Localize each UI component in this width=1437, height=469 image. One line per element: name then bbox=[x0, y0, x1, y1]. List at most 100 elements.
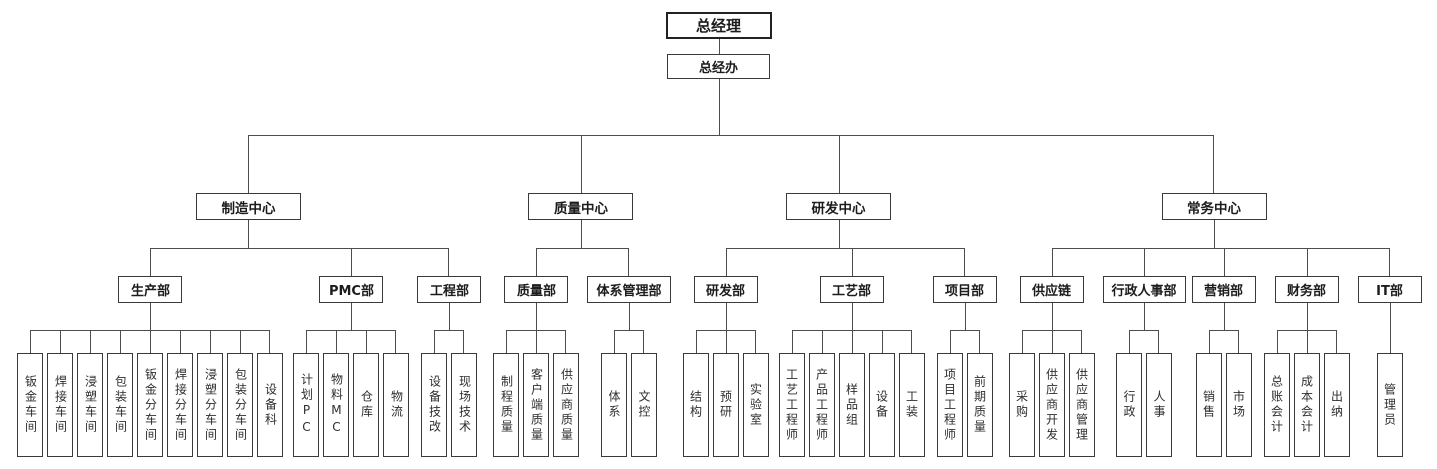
org-children-group: 结构预研实验室 bbox=[681, 303, 771, 457]
org-node-box: 钣金车间 bbox=[17, 353, 44, 457]
org-node-box: 前期质量 bbox=[966, 353, 993, 457]
org-node-box: 质量部 bbox=[504, 276, 569, 303]
org-branch: 设备 bbox=[866, 330, 898, 457]
org-branch: 预研 bbox=[710, 330, 742, 457]
org-branch: 管理员 bbox=[1375, 330, 1405, 457]
org-node-box: 产品工程师 bbox=[808, 353, 835, 457]
org-node-box: 成本会计 bbox=[1293, 353, 1320, 457]
org-children-group: 设备技改现场技术 bbox=[419, 303, 479, 457]
org-branch: 质量中心质量部制程质量客户端质量供应商质量体系管理部体系文控 bbox=[486, 135, 677, 457]
org-children-group: 工艺工程师产品工程师样品组设备工装 bbox=[777, 303, 927, 457]
org-branch: 浸塑车间 bbox=[75, 330, 107, 457]
org-children-group: 销售市场 bbox=[1194, 303, 1254, 457]
org-branch: 包装分车间 bbox=[225, 330, 257, 457]
org-node-box: 采购 bbox=[1008, 353, 1035, 457]
org-branch: 总经办制造中心生产部钣金车间焊接车间浸塑车间包装车间钣金分车间焊接分车间浸塑分车… bbox=[10, 46, 1426, 457]
org-node-box: 焊接车间 bbox=[47, 353, 74, 457]
org-node-box: 总账会计 bbox=[1263, 353, 1290, 457]
org-children-group: 质量部制程质量客户端质量供应商质量体系管理部体系文控 bbox=[488, 220, 673, 457]
org-node-box: 工装 bbox=[898, 353, 925, 457]
org-children-group: 制程质量客户端质量供应商质量 bbox=[491, 303, 581, 457]
org-branch: 样品组 bbox=[836, 330, 868, 457]
org-branch: 工装 bbox=[895, 330, 927, 457]
org-branch: 行政人事部行政人事 bbox=[1099, 248, 1190, 457]
org-branch: 工程部设备技改现场技术 bbox=[413, 248, 484, 457]
org-node-box: 研发中心 bbox=[786, 193, 891, 220]
org-branch: 供应商开发 bbox=[1036, 330, 1068, 457]
org-node-box: 供应链 bbox=[1019, 276, 1084, 303]
org-branch: 焊接车间 bbox=[45, 330, 77, 457]
org-node-box: 生产部 bbox=[118, 276, 183, 303]
org-branch: 生产部钣金车间焊接车间浸塑车间包装车间钣金分车间焊接分车间浸塑分车间包装分车间设… bbox=[12, 248, 290, 457]
org-branch: 项目工程师 bbox=[935, 330, 966, 457]
org-tree: 总经理总经办制造中心生产部钣金车间焊接车间浸塑车间包装车间钣金分车间焊接分车间浸… bbox=[0, 12, 1437, 457]
org-branch: 仓库 bbox=[351, 330, 383, 457]
org-branch: 人事 bbox=[1143, 330, 1174, 457]
org-children-group: 采购供应商开发供应商管理 bbox=[1007, 303, 1097, 457]
org-branch: 工艺部工艺工程师产品工程师样品组设备工装 bbox=[773, 248, 931, 457]
org-branch: 常务中心供应链采购供应商开发供应商管理行政人事部行政人事营销部销售市场财务部总账… bbox=[1000, 135, 1427, 457]
org-node-box: 包装车间 bbox=[107, 353, 134, 457]
org-node-box: 制造中心 bbox=[195, 193, 301, 220]
org-children-group: 总经办制造中心生产部钣金车间焊接车间浸塑车间包装车间钣金分车间焊接分车间浸塑分车… bbox=[10, 39, 1426, 457]
org-branch: 体系管理部体系文控 bbox=[583, 248, 673, 457]
org-node-box: 市场 bbox=[1225, 353, 1252, 457]
org-node-box: 销售 bbox=[1195, 353, 1222, 457]
org-children-group: 研发部结构预研实验室工艺部工艺工程师产品工程师样品组设备工装项目部项目工程师前期… bbox=[678, 220, 1000, 457]
org-branch: 物流 bbox=[380, 330, 411, 457]
org-branch: 包装车间 bbox=[105, 330, 137, 457]
org-branch: 文控 bbox=[627, 330, 659, 457]
org-children-group: 管理员 bbox=[1375, 303, 1405, 457]
org-children-group: 供应链采购供应商开发供应商管理行政人事部行政人事营销部销售市场财务部总账会计成本… bbox=[1004, 220, 1425, 457]
org-node-box: 制程质量 bbox=[493, 353, 520, 457]
org-branch: 制程质量 bbox=[491, 330, 523, 457]
org-node-box: 供应商开发 bbox=[1038, 353, 1065, 457]
org-node-box: PMC部 bbox=[319, 276, 384, 303]
org-node-box: 物流 bbox=[383, 353, 410, 457]
org-branch: 制造中心生产部钣金车间焊接车间浸塑车间包装车间钣金分车间焊接分车间浸塑分车间包装… bbox=[10, 135, 488, 457]
org-node-box: 行政人事部 bbox=[1102, 276, 1186, 303]
org-node-box: 设备技改 bbox=[421, 353, 448, 457]
org-branch: 钣金车间 bbox=[15, 330, 47, 457]
org-node-box: 行政 bbox=[1116, 353, 1142, 457]
org-children-group: 制造中心生产部钣金车间焊接车间浸塑车间包装车间钣金分车间焊接分车间浸塑分车间包装… bbox=[10, 79, 1426, 457]
org-branch: 浸塑分车间 bbox=[195, 330, 227, 457]
org-branch: 出纳 bbox=[1320, 330, 1352, 457]
org-node-box: 焊接分车间 bbox=[167, 353, 194, 457]
org-branch: 计划PC bbox=[291, 330, 323, 457]
org-node-box: 钣金分车间 bbox=[137, 353, 164, 457]
org-branch: 供应商质量 bbox=[550, 330, 581, 457]
org-branch: 工艺工程师 bbox=[777, 330, 808, 457]
org-branch: 设备科 bbox=[254, 330, 285, 457]
org-branch: 产品工程师 bbox=[806, 330, 838, 457]
org-branch: 成本会计 bbox=[1291, 330, 1323, 457]
org-node-box: 总经理 bbox=[665, 12, 772, 39]
org-branch: 总账会计 bbox=[1262, 330, 1293, 457]
org-node-box: 现场技术 bbox=[451, 353, 478, 457]
org-node-box: 营销部 bbox=[1191, 276, 1256, 303]
org-children-group: 项目工程师前期质量 bbox=[935, 303, 995, 457]
org-branch: 结构 bbox=[681, 330, 712, 457]
org-tree-root: 总经理总经办制造中心生产部钣金车间焊接车间浸塑车间包装车间钣金分车间焊接分车间浸… bbox=[0, 12, 1437, 457]
org-branch: 市场 bbox=[1222, 330, 1254, 457]
org-node-box: 质量中心 bbox=[528, 193, 634, 220]
org-node-box: 浸塑车间 bbox=[77, 353, 104, 457]
org-branch: 供应商管理 bbox=[1065, 330, 1097, 457]
org-branch: 现场技术 bbox=[448, 330, 479, 457]
org-children-group: 行政人事 bbox=[1114, 303, 1174, 457]
org-branch: 总经理总经办制造中心生产部钣金车间焊接车间浸塑车间包装车间钣金分车间焊接分车间浸… bbox=[10, 12, 1426, 457]
org-node-box: 计划PC bbox=[293, 353, 320, 457]
org-node-box: 总经办 bbox=[667, 54, 770, 79]
org-node-box: 仓库 bbox=[353, 353, 380, 457]
org-children-group: 钣金车间焊接车间浸塑车间包装车间钣金分车间焊接分车间浸塑分车间包装分车间设备科 bbox=[15, 303, 285, 457]
org-branch: IT部管理员 bbox=[1353, 248, 1425, 457]
org-branch: 营销部销售市场 bbox=[1188, 248, 1260, 457]
org-branch: 行政 bbox=[1114, 330, 1145, 457]
org-node-box: 包装分车间 bbox=[227, 353, 254, 457]
org-node-box: 设备 bbox=[868, 353, 895, 457]
org-node-box: 浸塑分车间 bbox=[197, 353, 224, 457]
org-node-box: 供应商质量 bbox=[553, 353, 580, 457]
